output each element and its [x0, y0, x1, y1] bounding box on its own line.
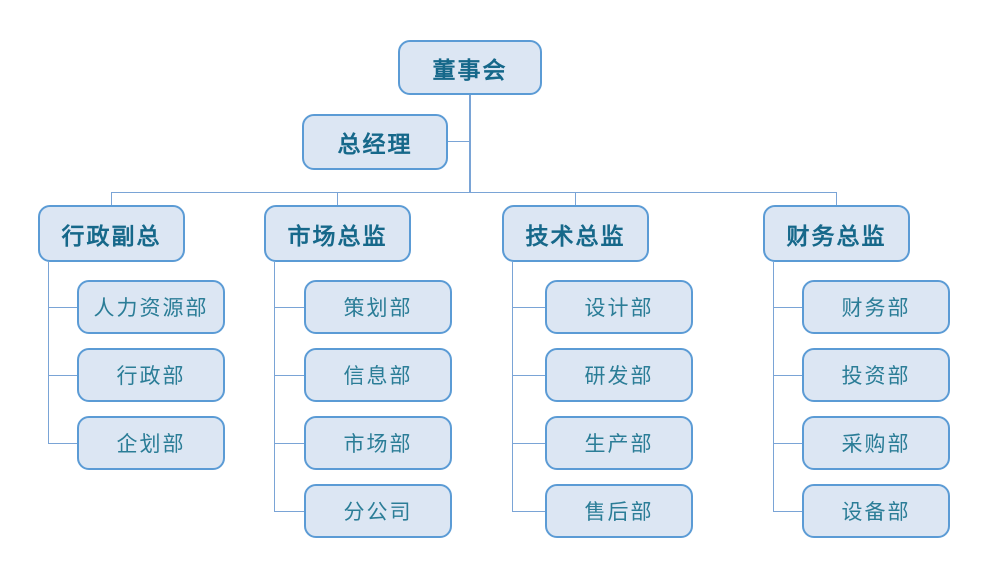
node-branch-technical-director: 技术总监	[502, 205, 649, 262]
node-dept-information: 信息部	[304, 348, 452, 402]
connector-stub-2-4	[274, 511, 304, 512]
node-dept-admin: 行政部	[77, 348, 225, 402]
connector-gm-stub	[448, 141, 470, 142]
connector-distribution	[111, 192, 837, 193]
connector-stub-4-3	[773, 443, 802, 444]
connector-stub-2-1	[274, 307, 304, 308]
node-dept-after-sales: 售后部	[545, 484, 693, 538]
node-dept-production: 生产部	[545, 416, 693, 470]
connector-stub-3-3	[512, 443, 545, 444]
node-branch-admin-vp: 行政副总	[38, 205, 185, 262]
node-dept-branch-company: 分公司	[304, 484, 452, 538]
connector-stub-3-4	[512, 511, 545, 512]
connector-stub-1-1	[48, 307, 77, 308]
node-dept-finance: 财务部	[802, 280, 950, 334]
node-dept-planning: 策划部	[304, 280, 452, 334]
connector-stub-2-3	[274, 443, 304, 444]
connector-spine-1	[48, 262, 49, 443]
node-dept-hr: 人力资源部	[77, 280, 225, 334]
node-branch-finance-director: 财务总监	[763, 205, 910, 262]
connector-stub-4-2	[773, 375, 802, 376]
node-dept-rnd: 研发部	[545, 348, 693, 402]
connector-spine-2	[274, 262, 275, 511]
node-general-manager: 总经理	[302, 114, 448, 170]
connector-drop-2	[337, 192, 338, 205]
connector-drop-1	[111, 192, 112, 205]
connector-stub-2-2	[274, 375, 304, 376]
connector-stub-1-3	[48, 443, 77, 444]
node-dept-marketing: 市场部	[304, 416, 452, 470]
connector-stub-1-2	[48, 375, 77, 376]
node-dept-investment: 投资部	[802, 348, 950, 402]
node-branch-marketing-director: 市场总监	[264, 205, 411, 262]
connector-stub-4-1	[773, 307, 802, 308]
connector-spine-4	[773, 262, 774, 511]
node-dept-corporate-planning: 企划部	[77, 416, 225, 470]
node-dept-design: 设计部	[545, 280, 693, 334]
node-board: 董事会	[398, 40, 542, 95]
connector-spine-3	[512, 262, 513, 511]
connector-stub-3-2	[512, 375, 545, 376]
connector-stub-4-4	[773, 511, 802, 512]
connector-stub-3-1	[512, 307, 545, 308]
node-dept-procurement: 采购部	[802, 416, 950, 470]
connector-drop-3	[575, 192, 576, 205]
connector-trunk	[469, 95, 471, 193]
connector-drop-4	[836, 192, 837, 205]
node-dept-equipment: 设备部	[802, 484, 950, 538]
